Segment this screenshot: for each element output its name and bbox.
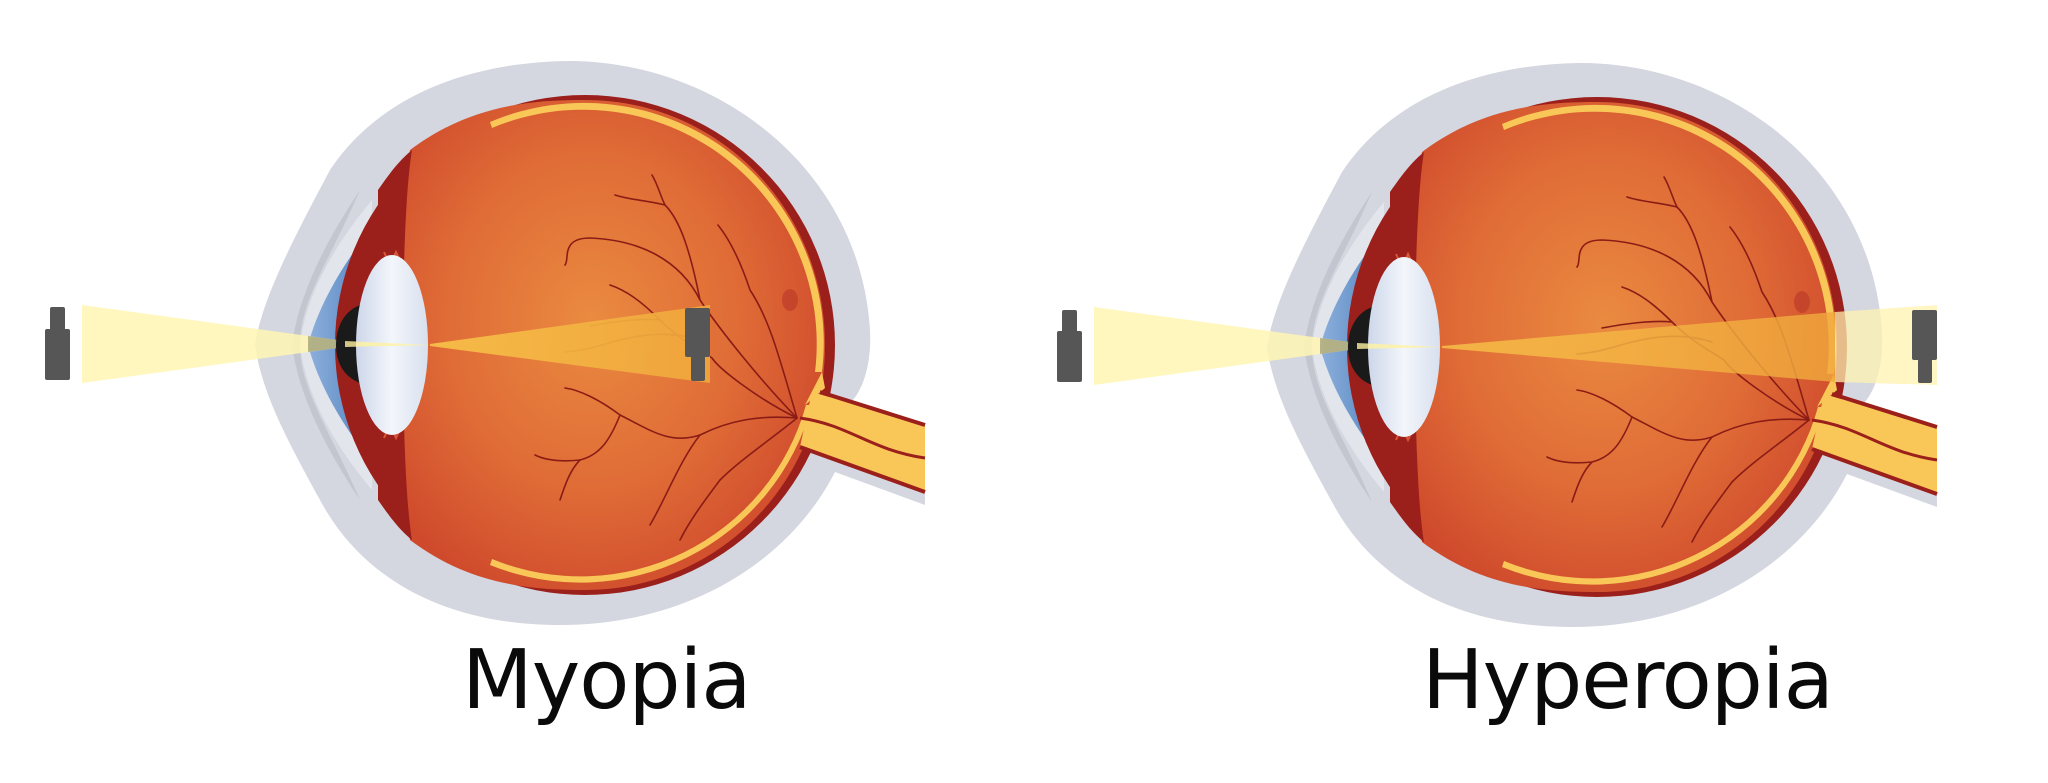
hyperopia-eye <box>1057 0 2048 779</box>
bottle-icon <box>1057 310 1082 382</box>
myopia-eye <box>45 59 927 627</box>
light-beam <box>82 305 345 383</box>
light-beam-behind-retina <box>1835 305 1937 385</box>
hyperopia-label: Hyperopia <box>1422 633 1834 728</box>
light-beam <box>1094 307 1357 385</box>
bottle-icon <box>45 307 70 380</box>
inverted-bottle-icon <box>685 308 710 381</box>
myopia-label: Myopia <box>462 633 752 728</box>
focused-beam <box>1442 312 1835 382</box>
focused-beam <box>430 305 710 383</box>
inverted-bottle-icon <box>1912 310 1937 383</box>
